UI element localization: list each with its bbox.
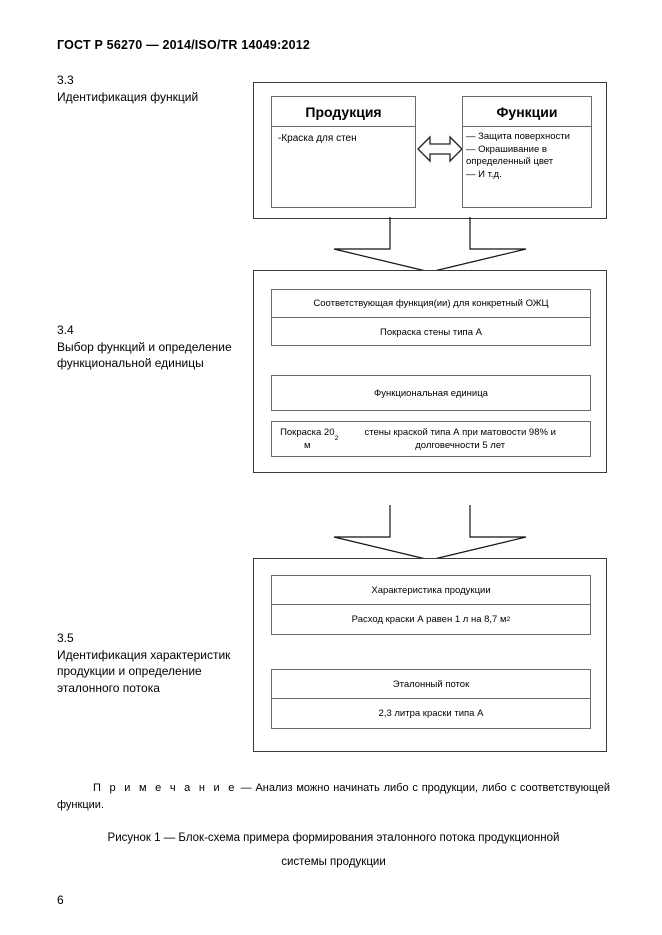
down-chevron-arrow-icon	[333, 505, 527, 561]
node-function-choice-body: Покраска стены типа А	[380, 326, 482, 338]
node-functional-unit-header: Функциональная единица	[374, 387, 488, 399]
note-text: Анализ можно начинать либо с продукции, …	[57, 782, 611, 811]
function-item: — Окрашивание в определенный цвет	[466, 143, 554, 168]
node-functions-header: Функции	[463, 97, 591, 127]
node-function-choice-header: Соответствующая функция(ии) для конкретн…	[272, 290, 590, 318]
figure-caption-line1: Рисунок 1 — Блок-схема примера формирова…	[107, 832, 560, 844]
node-function-choice: Соответствующая функция(ии) для конкретн…	[271, 289, 591, 346]
node-product-header: Продукция	[272, 97, 415, 127]
section-number: 3.3	[57, 73, 74, 87]
figure-caption: Рисунок 1 — Блок-схема примера формирова…	[57, 826, 610, 874]
diagram-group-selection-of-functions: Соответствующая функция(ии) для конкретн…	[253, 270, 607, 473]
double-headed-arrow-icon	[417, 135, 463, 163]
node-product: Продукция -Краска для стен	[271, 96, 416, 208]
function-item: — Защита поверхности	[466, 131, 570, 142]
node-reference-flow-body: 2,3 литра краски типа А	[378, 708, 484, 719]
running-head: ГОСТ Р 56270 — 2014/ISO/TR 14049:2012	[57, 38, 311, 52]
function-item: — И т.д.	[466, 168, 502, 180]
node-reference-flow-header: Эталонный поток	[272, 670, 590, 699]
diagram-group-product-characteristics: Характеристика продукции Расход краски А…	[253, 558, 607, 752]
section-title: Выбор функций и определение функциональн…	[57, 339, 232, 371]
page-number: 6	[57, 893, 64, 907]
node-product-body: -Краска для стен	[278, 133, 357, 144]
section-label-3-4: 3.4 Выбор функций и определение функцион…	[57, 322, 252, 372]
diagram-group-identification-of-functions: Продукция -Краска для стен Функции — Защ…	[253, 82, 607, 219]
figure-caption-line2: системы продукции	[281, 856, 386, 868]
value-text-part1: Покраска 20 м	[280, 427, 335, 451]
node-reference-flow: Эталонный поток 2,3 литра краски типа А	[271, 669, 591, 729]
down-chevron-arrow-icon	[333, 217, 527, 273]
note-label: П р и м е ч а н и е	[93, 782, 237, 794]
section-number: 3.4	[57, 323, 74, 337]
section-label-3-5: 3.5 Идентификация характеристик продукци…	[57, 630, 252, 696]
section-title: Идентификация функций	[57, 89, 199, 104]
section-number: 3.5	[57, 631, 74, 645]
node-functions-body: — Защита поверхности — Окрашивание в опр…	[463, 127, 591, 208]
characteristic-text: Расход краски А равен 1 л на 8,7 м	[351, 614, 507, 625]
section-label-3-3: 3.3 Идентификация функций	[57, 72, 252, 105]
node-functions: Функции — Защита поверхности — Окрашиван…	[462, 96, 592, 208]
node-product-characteristic: Характеристика продукции Расход краски А…	[271, 575, 591, 635]
section-title: Идентификация характеристик продукции и …	[57, 647, 231, 695]
node-functional-unit: Функциональная единица	[271, 375, 591, 411]
note-paragraph: П р и м е ч а н и е — Анализ можно начин…	[57, 780, 610, 814]
note-dash: —	[240, 782, 252, 794]
value-text-part2: стены краской типа А при матовости 98% и…	[364, 427, 556, 451]
node-product-characteristic-header: Характеристика продукции	[272, 576, 590, 605]
flow-diagram: Продукция -Краска для стен Функции — Защ…	[253, 82, 609, 754]
